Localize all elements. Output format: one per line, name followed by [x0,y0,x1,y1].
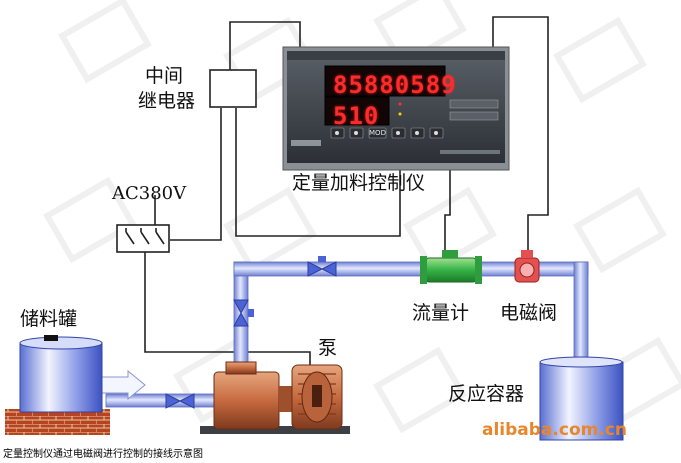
top-valve [307,256,337,277]
ac380v-contactor [116,224,170,253]
alibaba-watermark: alibaba.com.cn [482,420,627,440]
quantitative-controller [282,46,510,171]
figure-caption: 定量控制仪通过电磁阀进行控制的接线示意图 [3,449,203,460]
relay-label-line1: 中间 [145,65,184,87]
reactor-vessel [539,356,624,441]
valve-label: 电磁阀 [500,302,558,324]
flowmeter-label: 流量计 [412,302,470,324]
total-display: 85880589 [333,71,457,99]
relay-label-line2: 继电器 [138,90,196,112]
relay-box [209,69,257,108]
flowmeter [420,250,482,284]
pump-motor [200,361,350,434]
solenoid-valve [514,250,540,283]
bottom-valve [165,393,195,409]
mod-button: MOD [369,129,386,137]
controller-label: 定量加料控制仪 [292,172,426,194]
reactor-label: 反应容器 [448,383,525,405]
tank-label: 储料罐 [20,308,78,330]
ac380v-label: AC380V [112,183,187,204]
control-wires [144,16,549,365]
storage-tank [5,335,110,435]
pump-label: 泵 [318,337,338,359]
vertical-valve [233,299,254,327]
batch-display: 510 [333,102,380,130]
